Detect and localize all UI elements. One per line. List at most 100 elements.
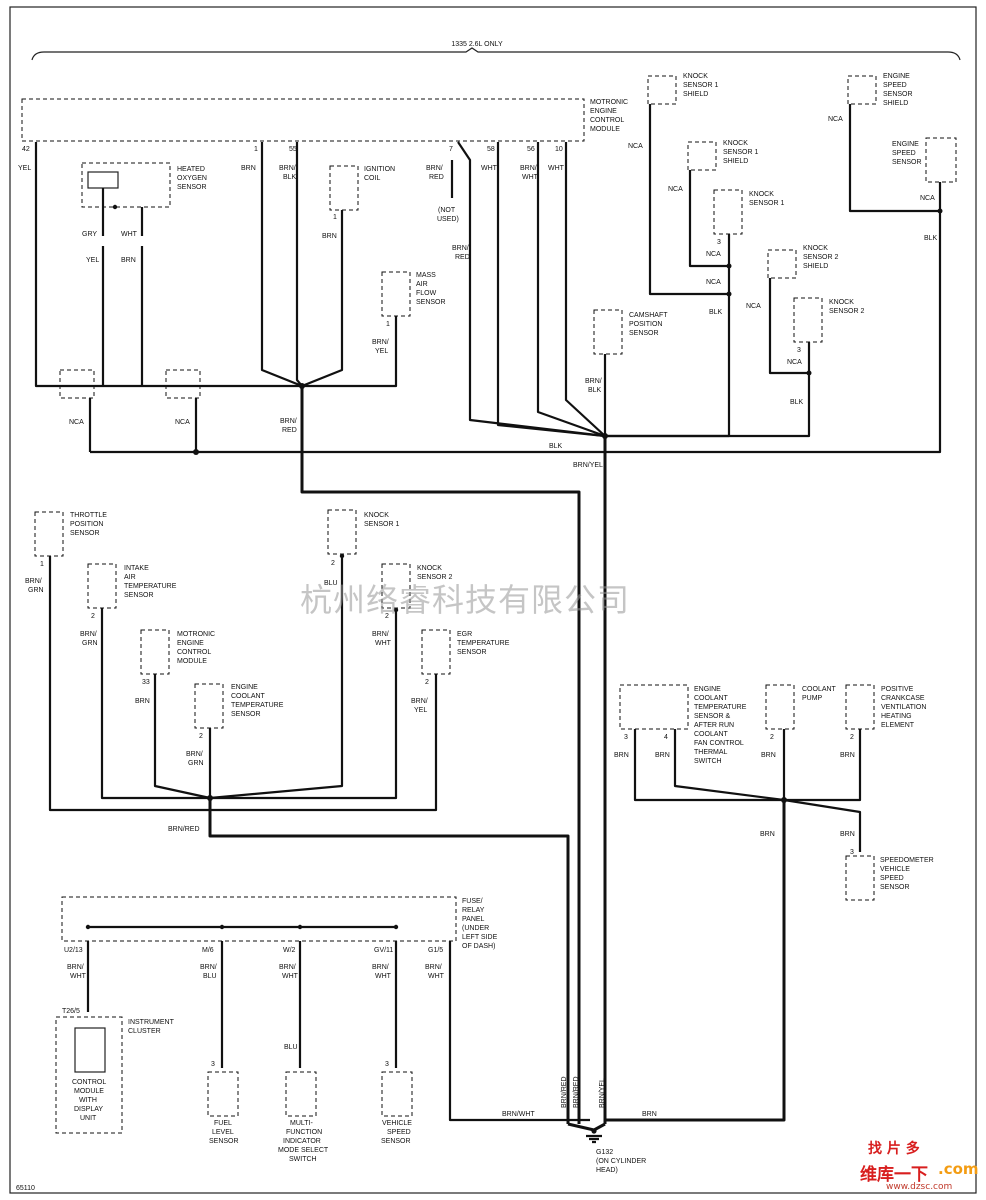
svg-text:CRANKCASE: CRANKCASE xyxy=(881,695,925,702)
ho2s-label: HEATED OXYGEN SENSOR xyxy=(177,166,207,191)
svg-text:LEFT SIDE: LEFT SIDE xyxy=(462,934,498,941)
ect-box xyxy=(194,683,224,729)
svg-text:LEVEL: LEVEL xyxy=(212,1129,234,1136)
fuse-pin-g15: G1/5 xyxy=(428,947,443,954)
fuel-box xyxy=(207,1071,239,1117)
fuse-pin-w2: W/2 xyxy=(283,947,296,954)
wire-coil xyxy=(301,210,344,388)
vssb-pin-3: 3 xyxy=(385,1061,389,1068)
svg-text:FUNCTION: FUNCTION xyxy=(286,1129,322,1136)
wire-ground-join xyxy=(567,1122,606,1132)
cluster-pin-t26: T26/5 xyxy=(62,1008,80,1015)
shield-b xyxy=(165,369,201,399)
ecm-pin-7: 7 xyxy=(449,146,453,153)
svg-text:POSITION: POSITION xyxy=(629,321,662,328)
pcv-label: POSITIVE CRANKCASE VENTILATION HEATING E… xyxy=(881,686,926,729)
svg-text:INSTRUMENT: INSTRUMENT xyxy=(128,1019,175,1026)
logo-line-3: www.dzsc.com xyxy=(886,1182,953,1192)
svg-text:SENSOR 1: SENSOR 1 xyxy=(723,149,759,156)
label-brn-yel-bus: BRN/YEL xyxy=(573,462,603,469)
wire-sw-3 xyxy=(633,729,784,802)
svg-text:AIR: AIR xyxy=(416,281,428,288)
wire-ks1-shield-a xyxy=(648,104,730,296)
svg-text:WITH: WITH xyxy=(79,1097,97,1104)
svg-text:SWITCH: SWITCH xyxy=(289,1156,317,1163)
maf-pin-1: 1 xyxy=(386,321,390,328)
svg-text:POSITION: POSITION xyxy=(70,521,103,528)
wire-ks2-shield xyxy=(768,278,809,375)
tps-box xyxy=(34,511,64,557)
ecm-mid-box xyxy=(140,629,170,675)
cmp-box xyxy=(593,309,623,355)
ign-coil-box xyxy=(329,165,359,211)
svg-text:SENSOR 1: SENSOR 1 xyxy=(683,82,719,89)
label-brn-pump: BRN xyxy=(761,752,776,759)
svg-text:SPEED: SPEED xyxy=(883,82,907,89)
fuse-dot-4 xyxy=(393,924,399,930)
egr-pin-2: 2 xyxy=(425,679,429,686)
svg-text:MODULE: MODULE xyxy=(177,658,207,665)
figure-id: 65110 xyxy=(16,1185,35,1192)
svg-text:KNOCK: KNOCK xyxy=(364,512,389,519)
ks2-top-box xyxy=(793,297,823,343)
label-brn-yel-maf-b: YEL xyxy=(375,348,388,355)
iat-box xyxy=(87,563,117,609)
label-brn-grn-tps-b: GRN xyxy=(28,587,44,594)
label-brn-yel-egr-b: YEL xyxy=(414,707,427,714)
svg-text:SPEED: SPEED xyxy=(387,1129,411,1136)
svg-text:MODULE: MODULE xyxy=(74,1088,104,1095)
fuse-dot-2 xyxy=(219,924,225,930)
label-blk-ess: BLK xyxy=(924,235,938,242)
sw-pin-4: 4 xyxy=(664,734,668,741)
svg-text:ENGINE: ENGINE xyxy=(883,73,910,80)
ks1-pin-3: 3 xyxy=(717,239,721,246)
svg-text:IGNITION: IGNITION xyxy=(364,166,395,173)
svg-text:POSITIVE: POSITIVE xyxy=(881,686,914,693)
svg-text:INDICATOR: INDICATOR xyxy=(283,1138,321,1145)
fuse-panel-box xyxy=(61,896,457,942)
svg-text:HEAD): HEAD) xyxy=(596,1167,618,1174)
cluster-module-box xyxy=(74,1027,106,1073)
wire-egr xyxy=(210,674,438,812)
wire-ks1m xyxy=(209,556,344,800)
label-yel-ho2s: YEL xyxy=(86,257,99,264)
svg-text:(ON CYLINDER: (ON CYLINDER xyxy=(596,1158,646,1165)
vss-right-label: SPEEDOMETER VEHICLE SPEED SENSOR xyxy=(880,857,934,891)
svg-text:SENSOR: SENSOR xyxy=(381,1138,411,1145)
wire-ks2m xyxy=(210,610,398,800)
svg-text:COOLANT: COOLANT xyxy=(694,731,729,738)
label-brn-grn-tps: BRN/ xyxy=(25,578,42,585)
ks1-top-box xyxy=(713,189,743,235)
svg-text:EGR: EGR xyxy=(457,631,472,638)
ks2-pin-3: 3 xyxy=(797,347,801,354)
label-brn-wht-gvb: WHT xyxy=(375,973,392,980)
svg-text:MULTI-: MULTI- xyxy=(290,1120,313,1127)
nca-bus-dot xyxy=(193,449,199,455)
ks1-mid-box xyxy=(327,509,357,555)
label-brn-blk-cmp: BRN/ xyxy=(585,378,602,385)
ks1-shield-a-box xyxy=(647,75,677,105)
svg-text:PUMP: PUMP xyxy=(802,695,823,702)
wire-ecm-33 xyxy=(153,674,211,800)
label-nca-ks2a: NCA xyxy=(746,303,761,310)
label-brn-wht-ks2m: BRN/ xyxy=(372,631,389,638)
svg-text:MOTRONIC: MOTRONIC xyxy=(177,631,215,638)
ess-label: ENGINE SPEED SENSOR xyxy=(892,141,922,166)
wire-ecm-7b xyxy=(457,141,472,200)
label-brn-wht-bottom: BRN/WHT xyxy=(502,1111,535,1118)
ecm-pin-55: 55 xyxy=(289,146,297,153)
shield-a xyxy=(59,369,95,399)
label-brn-bottom: BRN xyxy=(642,1111,657,1118)
label-brn-blu: BRN/ xyxy=(200,964,217,971)
label-brn-wht-u2b: WHT xyxy=(70,973,87,980)
svg-text:SPEED: SPEED xyxy=(880,875,904,882)
label-brn-red-trunk-b: RED xyxy=(282,427,297,434)
ks1-shield-b-label: KNOCK SENSOR 1 SHIELD xyxy=(723,140,759,165)
label-brn-wht-w2: BRN/ xyxy=(279,964,296,971)
svg-text:OXYGEN: OXYGEN xyxy=(177,175,207,182)
svg-text:SENSOR: SENSOR xyxy=(70,530,100,537)
svg-text:KNOCK: KNOCK xyxy=(723,140,748,147)
svg-text:PANEL: PANEL xyxy=(462,916,485,923)
label-brn-wht-w2b: WHT xyxy=(282,973,299,980)
label-nca-b: NCA xyxy=(175,419,190,426)
